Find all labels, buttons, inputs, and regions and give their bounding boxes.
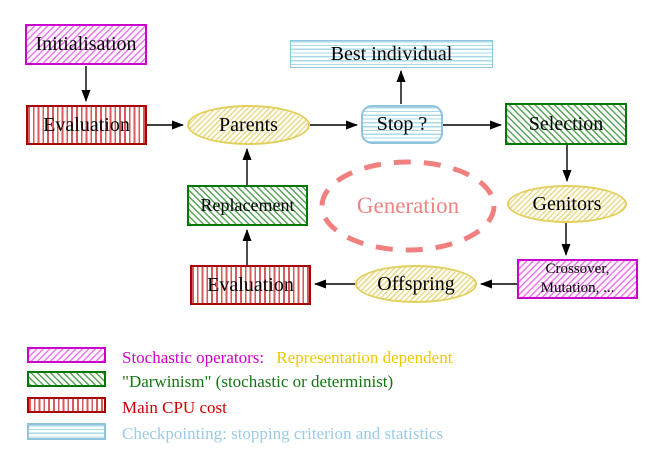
legend-swatch-darwinism (27, 371, 106, 387)
node-parents: Parents (187, 105, 310, 145)
legend-swatch-stochastic-operators (27, 347, 106, 363)
legend-swatch-checkpointing (27, 423, 106, 440)
legend-label-stochastic-operators: Stochastic operators: (122, 348, 265, 367)
generation-loop-ellipse (319, 159, 497, 253)
legend-row-stochastic-operators: Stochastic operators: Representation dep… (122, 348, 452, 368)
legend-label-checkpointing: Checkpointing: stopping criterion and st… (122, 424, 444, 443)
legend-label-darwinism: "Darwinism" (stochastic or determinist) (122, 372, 394, 391)
node-evaluation-bottom: Evaluation (190, 265, 311, 305)
legend-swatch-main-cpu-cost (27, 397, 106, 413)
node-evaluation-top: Evaluation (26, 105, 147, 145)
node-offspring: Offspring (355, 265, 477, 303)
node-stop: Stop ? (361, 105, 443, 144)
node-crossover-mutation: Crossover, Mutation, ... (517, 259, 638, 299)
crossover-label-line1: Crossover, (545, 261, 610, 278)
node-replacement: Replacement (187, 185, 308, 226)
node-genitors: Genitors (507, 185, 627, 223)
legend-label-main-cpu-cost: Main CPU cost (122, 398, 227, 417)
node-initialisation: Initialisation (25, 24, 147, 65)
node-best-individual: Best individual (290, 40, 493, 68)
generation-label: Generation (356, 193, 460, 218)
crossover-label-line2: Mutation, ... (540, 280, 615, 296)
legend-label-representation-dependent: Representation dependent (276, 348, 453, 367)
node-selection: Selection (505, 103, 627, 145)
